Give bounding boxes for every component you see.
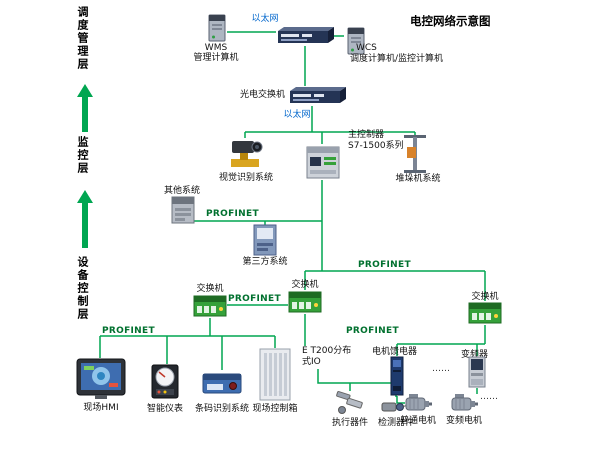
wms-label: 管理计算机 — [193, 53, 239, 63]
field-switch-mid-icon — [288, 291, 322, 313]
layer-label-monitoring: 监控层 — [76, 136, 89, 175]
diagram-title: 电控网络示意图 — [410, 14, 491, 28]
vfd-label: 变频器 — [461, 350, 489, 360]
field-switch-left-icon — [193, 295, 227, 317]
actuators-label: 执行器件 — [332, 418, 369, 428]
wcs-name: WCS — [356, 43, 377, 53]
stacker-crane-icon — [404, 135, 426, 173]
plc-icon — [306, 146, 340, 179]
hmi-panel-icon — [76, 358, 126, 399]
layer-label-management: 调度管理层 — [76, 6, 89, 71]
ellipsis-motors: …… — [480, 392, 498, 402]
layer-label-device-control: 设备控制层 — [76, 256, 89, 321]
server-icon-wms — [208, 14, 226, 42]
ethernet-label-mid: 以太网 — [283, 110, 311, 120]
vfd-icon — [468, 356, 486, 388]
optical-switch-icon — [290, 87, 346, 103]
ethernet-label-top: 以太网 — [251, 14, 279, 24]
third-party-system-icon — [253, 224, 277, 256]
motor-feeder-label: 电机馈电器 — [372, 347, 418, 357]
motor-icon-vfd — [451, 394, 478, 411]
main-controller-label: 主控制器 — [348, 130, 385, 140]
wcs-label: 调度计算机/监控计算机 — [350, 54, 444, 64]
switch-right-label: 交换机 — [471, 292, 499, 302]
third-party-system-label: 第三方系统 — [242, 257, 288, 267]
up-arrow-icon — [77, 84, 93, 97]
detectors-label: 检测器件 — [378, 418, 415, 428]
other-system-label: 其他系统 — [164, 186, 201, 196]
up-arrow-icon — [77, 190, 93, 203]
barcode-scanner-icon — [202, 373, 242, 394]
field-switch-right-icon — [468, 302, 502, 324]
smart-meter-label: 智能仪表 — [147, 404, 184, 414]
barcode-system-label: 条码识别系统 — [195, 404, 250, 414]
field-control-box-label: 现场控制箱 — [252, 404, 298, 414]
field-hmi-label: 现场HMI — [83, 403, 119, 413]
profinet-label-4: PROFINET — [102, 326, 155, 336]
main-controller-model: S7-1500系列 — [348, 141, 404, 151]
vision-system-label: 视觉识别系统 — [218, 173, 273, 183]
core-switch-icon — [278, 27, 334, 43]
motor-icon-standard — [405, 394, 432, 411]
motor-feeder-icon — [390, 356, 404, 396]
vfd-motor-label: 变频电机 — [446, 416, 483, 426]
ellipsis-feeders: …… — [432, 364, 450, 374]
switch-left-label: 交换机 — [196, 284, 224, 294]
et200-label: E T200分布式IO — [302, 346, 352, 367]
control-cabinet-icon — [259, 348, 291, 401]
vision-camera-icon — [231, 141, 263, 167]
standard-motor-label: 普通电机 — [400, 416, 437, 426]
wms-name: WMS — [204, 43, 228, 53]
smart-meter-icon — [151, 364, 179, 399]
switch-mid-label: 交换机 — [291, 280, 319, 290]
other-system-icon — [171, 196, 195, 224]
actuator-parts-icon — [336, 391, 363, 414]
stacker-system-label: 堆垛机系统 — [395, 174, 441, 184]
profinet-label-1: PROFINET — [206, 209, 259, 219]
profinet-label-5: PROFINET — [346, 326, 399, 336]
server-icon-wcs — [347, 27, 365, 55]
optical-switch-label: 光电交换机 — [240, 90, 286, 100]
profinet-label-3: PROFINET — [228, 294, 281, 304]
profinet-label-2: PROFINET — [358, 260, 411, 270]
